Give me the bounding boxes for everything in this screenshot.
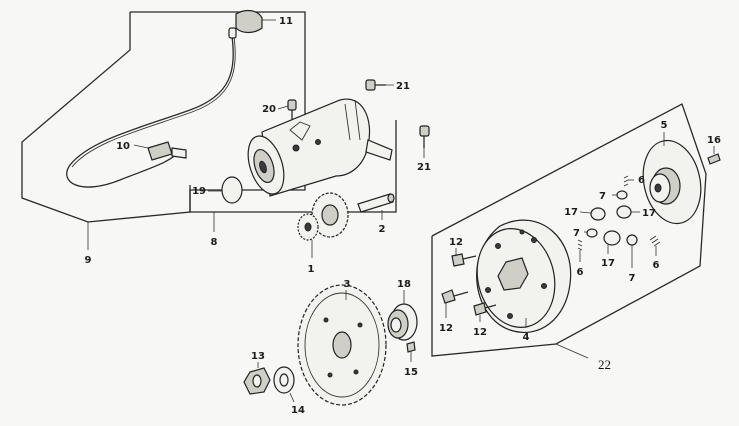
callout-6-top: 6 xyxy=(638,175,645,186)
callout-19: 19 xyxy=(192,186,206,197)
spring-7-top xyxy=(612,190,628,200)
callout-9: 9 xyxy=(85,255,92,266)
callout-17-right: 17 xyxy=(642,208,656,219)
roller-17-lower xyxy=(603,230,621,254)
cap-6-top xyxy=(623,175,634,187)
callout-7-bottom: 7 xyxy=(629,273,636,284)
bolt-21-lower xyxy=(419,125,430,158)
cap-6-right xyxy=(649,235,661,256)
roller-17-left xyxy=(579,207,606,221)
callout-21-lower: 21 xyxy=(417,162,431,173)
o-ring-19 xyxy=(208,176,243,204)
callout-21-upper: 21 xyxy=(396,81,410,92)
callout-10: 10 xyxy=(116,141,130,152)
terminal-cover-10 xyxy=(133,141,187,161)
starter-driven-gear-3 xyxy=(297,284,387,406)
callout-2: 2 xyxy=(379,224,386,235)
key-pin-15 xyxy=(406,341,416,362)
washer-14 xyxy=(273,366,295,403)
callout-16: 16 xyxy=(707,135,721,146)
bolt-12-upper xyxy=(451,248,477,267)
callout-22: 22 xyxy=(598,357,611,372)
bolt-21-upper xyxy=(365,79,394,91)
starter-motor xyxy=(247,98,393,197)
bolt-12-bottom xyxy=(473,302,497,322)
callout-6-right: 6 xyxy=(653,260,660,271)
callout-15: 15 xyxy=(404,367,418,378)
callout-12-bottom: 12 xyxy=(473,327,487,338)
spring-7-bottom xyxy=(626,234,638,268)
needle-bearing-18 xyxy=(387,290,418,341)
nut-13 xyxy=(243,362,271,395)
bolt-20 xyxy=(277,99,297,120)
callout-4: 4 xyxy=(523,332,530,343)
callout-11: 11 xyxy=(279,16,293,27)
bolt-12-left xyxy=(441,289,469,318)
woodruff-key-16 xyxy=(707,146,721,165)
callout-18: 18 xyxy=(397,279,411,290)
group-9-outline xyxy=(21,11,306,250)
spring-7-mid xyxy=(584,228,598,238)
cap-6-mid xyxy=(577,239,583,262)
callout-12-upper: 12 xyxy=(449,237,463,248)
shaft-2 xyxy=(357,193,395,220)
callout-5: 5 xyxy=(661,120,668,131)
callout-6-mid: 6 xyxy=(577,267,584,278)
starter-cable xyxy=(66,35,236,188)
callout-3: 3 xyxy=(344,279,351,290)
callout-7-top: 7 xyxy=(599,191,606,202)
terminal-boot-11 xyxy=(228,9,276,39)
starter-clutch-4 xyxy=(476,219,572,333)
callout-12-left: 12 xyxy=(439,323,453,334)
idle-gear-1 xyxy=(297,192,349,258)
callout-7-mid: 7 xyxy=(573,228,580,239)
callout-13: 13 xyxy=(251,351,265,362)
group-8-outline xyxy=(189,120,397,232)
callout-14: 14 xyxy=(291,405,305,416)
callout-17-lower: 17 xyxy=(601,258,615,269)
callout-8: 8 xyxy=(211,237,218,248)
callout-20: 20 xyxy=(262,104,276,115)
callout-17-left: 17 xyxy=(564,207,578,218)
group-22-outline xyxy=(431,103,707,359)
clutch-outer-5 xyxy=(642,132,702,225)
roller-17-right xyxy=(616,205,640,219)
callout-1: 1 xyxy=(308,264,315,275)
